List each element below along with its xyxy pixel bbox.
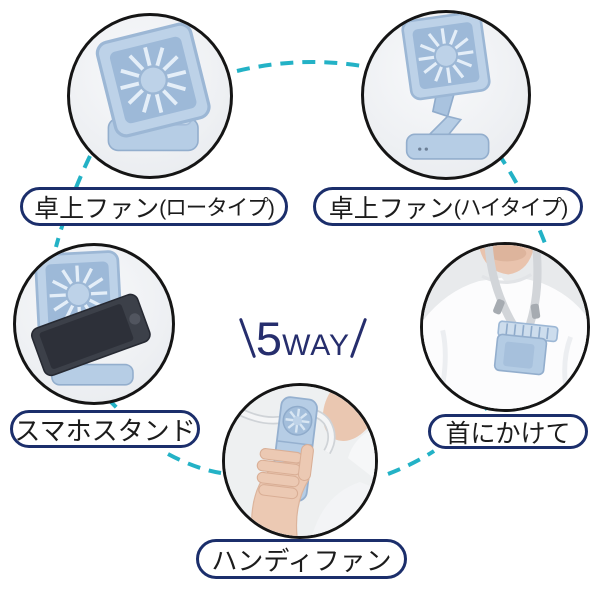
desktop-fan-low-illustration <box>93 19 214 152</box>
label-suffix: (ロータイプ) <box>159 196 275 220</box>
fan-hub <box>292 416 302 426</box>
mode-button-dot <box>424 147 428 151</box>
label-smartphone-stand: スマホスタンド <box>10 410 200 448</box>
label-handheld-fan: ハンディファン <box>196 539 407 579</box>
handheld-fan-photo <box>222 383 378 539</box>
home-button <box>129 313 141 325</box>
desktop-fan-high-photo <box>361 10 531 180</box>
handheld-fan-illustration <box>225 386 375 536</box>
label-text: 首にかけて <box>445 419 571 448</box>
slash-decoration-left <box>238 317 257 359</box>
strap-clasp <box>530 303 541 319</box>
neck-hanging-photo <box>420 242 590 412</box>
five-way-word: WAY <box>282 328 351 362</box>
desktop-fan-high-illustration <box>399 13 493 160</box>
label-text: ハンディファン <box>211 545 392 576</box>
power-button-dot <box>418 147 422 151</box>
smartphone-stand-photo <box>13 243 175 405</box>
collar-line <box>481 273 533 284</box>
lanyard-strap-right <box>524 245 542 332</box>
label-suffix: (ハイタイプ) <box>453 196 569 220</box>
smartphone <box>30 293 151 377</box>
dash-bottom-right <box>387 449 436 476</box>
label-text: 卓上ファン <box>34 194 160 223</box>
fan-head-icon <box>399 13 493 102</box>
fan-head-icon <box>93 19 214 141</box>
shoulder <box>348 428 375 479</box>
five-way-number: 5 <box>255 311 283 365</box>
gripping-hand <box>250 444 314 536</box>
slash-decoration-right <box>349 317 368 359</box>
label-text: スマホスタンド <box>14 415 196 446</box>
smartphone-stand-illustration <box>30 249 151 386</box>
chin-shadow <box>486 245 527 262</box>
label-neck-hanging: 首にかけて <box>428 414 588 449</box>
label-text: 卓上ファン <box>328 194 454 223</box>
desktop-fan-low-photo <box>67 13 233 179</box>
fan-base <box>405 133 490 160</box>
dash-top-arc <box>236 60 363 73</box>
dash-bottom-left <box>167 452 222 475</box>
neck-hanging-illustration <box>423 245 587 409</box>
label-desktop-fan-high: 卓上ファン(ハイタイプ) <box>313 187 583 226</box>
thumb <box>297 444 314 481</box>
hanging-fan <box>493 320 559 376</box>
label-desktop-fan-low: 卓上ファン(ロータイプ) <box>20 187 288 226</box>
strap-clasp <box>493 299 505 315</box>
